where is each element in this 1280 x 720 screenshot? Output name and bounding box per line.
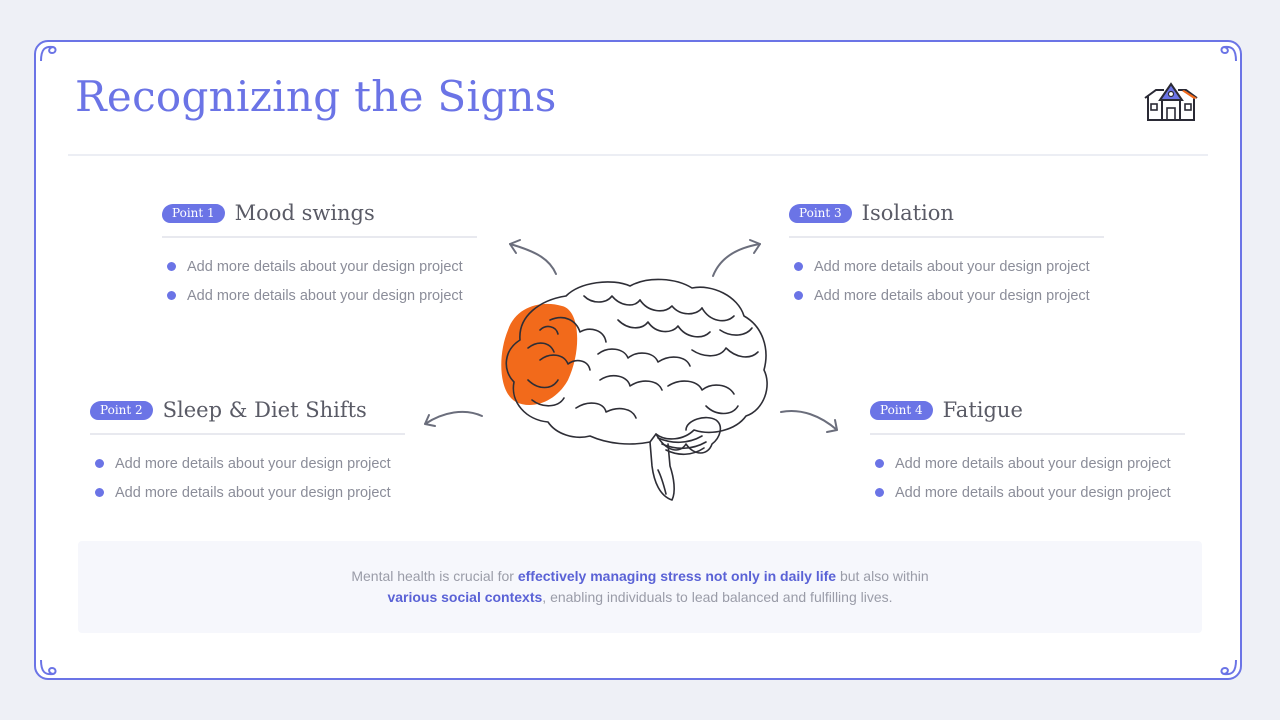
page-title: Recognizing the Signs [75, 72, 557, 121]
point-divider [789, 236, 1104, 238]
list-item-text: Add more details about your design proje… [187, 287, 463, 304]
corner-curl-icon [40, 45, 57, 62]
point-badge: Point 4 [870, 400, 933, 420]
footer-note: Mental health is crucial for effectively… [78, 541, 1202, 633]
list-item: Add more details about your design proje… [789, 281, 1104, 310]
point-badge: Point 1 [162, 203, 225, 223]
bullet-icon [95, 488, 104, 497]
point-card-1: Point 1 Mood swings Add more details abo… [162, 198, 477, 310]
brain-illustration [501, 278, 768, 501]
point-title: Mood swings [234, 201, 375, 225]
bullet-icon [875, 488, 884, 497]
list-item: Add more details about your design proje… [789, 252, 1104, 281]
point-divider [870, 433, 1185, 435]
bullet-icon [167, 262, 176, 271]
point-badge: Point 2 [90, 400, 153, 420]
footer-highlight: various social contexts [387, 589, 543, 605]
footer-text-part: but also within [836, 568, 929, 584]
bullet-icon [95, 459, 104, 468]
list-item: Add more details about your design proje… [870, 478, 1185, 507]
list-item: Add more details about your design proje… [162, 281, 477, 310]
corner-curl-icon [1220, 45, 1237, 62]
title-divider [68, 154, 1208, 156]
bullet-icon [167, 291, 176, 300]
bullet-icon [875, 459, 884, 468]
arrow-up-right-icon [712, 239, 761, 277]
list-item: Add more details about your design proje… [90, 449, 405, 478]
school-building-icon [1144, 82, 1198, 121]
point-divider [162, 236, 477, 238]
list-item-text: Add more details about your design proje… [895, 484, 1171, 501]
arrow-left-icon [424, 410, 483, 427]
footer-highlight: effectively managing stress not only in … [517, 568, 837, 584]
arrow-up-left-icon [509, 239, 557, 275]
point-card-2: Point 2 Sleep & Diet Shifts Add more det… [90, 395, 405, 507]
footer-text-part: , enabling individuals to lead balanced … [542, 589, 893, 605]
list-item-text: Add more details about your design proje… [814, 258, 1090, 275]
point-title: Fatigue [942, 398, 1023, 422]
list-item: Add more details about your design proje… [870, 449, 1185, 478]
list-item: Add more details about your design proje… [90, 478, 405, 507]
bullet-icon [794, 291, 803, 300]
list-item-text: Add more details about your design proje… [895, 455, 1171, 472]
point-title: Isolation [861, 201, 954, 225]
bullet-icon [794, 262, 803, 271]
list-item-text: Add more details about your design proje… [187, 258, 463, 275]
list-item: Add more details about your design proje… [162, 252, 477, 281]
point-badge: Point 3 [789, 203, 852, 223]
corner-curl-icon [40, 659, 57, 676]
list-item-text: Add more details about your design proje… [115, 484, 391, 501]
corner-curl-icon [1220, 659, 1237, 676]
arrow-right-icon [780, 410, 838, 433]
point-card-4: Point 4 Fatigue Add more details about y… [870, 395, 1185, 507]
point-title: Sleep & Diet Shifts [162, 398, 367, 422]
list-item-text: Add more details about your design proje… [814, 287, 1090, 304]
point-divider [90, 433, 405, 435]
footer-text: Mental health is crucial for effectively… [320, 566, 960, 608]
footer-text-part: Mental health is crucial for [351, 568, 518, 584]
list-item-text: Add more details about your design proje… [115, 455, 391, 472]
point-card-3: Point 3 Isolation Add more details about… [789, 198, 1104, 310]
